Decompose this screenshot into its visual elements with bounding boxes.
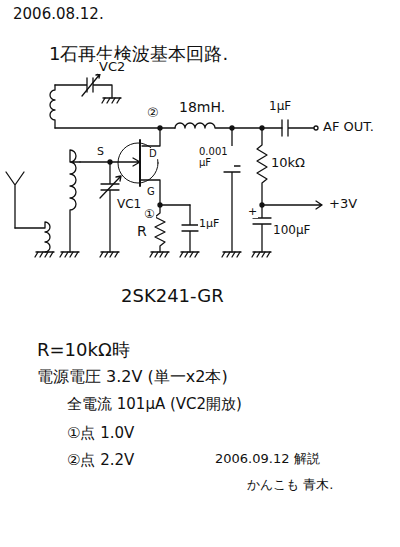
pin-label: D	[148, 148, 158, 159]
signal-label: AF OUT.	[322, 120, 375, 134]
pin-label: G	[146, 186, 156, 197]
part-label: VC1	[116, 198, 142, 211]
callout-number: ②	[146, 106, 160, 120]
part-value: 1μF	[268, 100, 292, 113]
pin-label: S	[96, 146, 105, 158]
vc2-capacitor	[55, 74, 121, 103]
note-text: ②点 2.2V	[66, 452, 135, 469]
note-text: R=10kΩ時	[36, 340, 131, 360]
part-value: 18mH.	[178, 100, 226, 115]
part-value: 10kΩ	[270, 156, 306, 170]
drain-wire	[55, 126, 175, 146]
date-note: 2006.08.12.	[12, 6, 105, 23]
part-value: 1μF	[198, 218, 220, 230]
note-text: 全電流 101μA (VC2開放)	[66, 396, 243, 413]
load-resistor	[257, 126, 267, 205]
signal-label: +3V	[328, 197, 358, 211]
callout-number: ①	[143, 208, 156, 221]
part-value: 0.001 μF	[198, 146, 234, 168]
output-capacitor	[282, 120, 318, 136]
part-label: VC2	[98, 60, 126, 74]
part-number: 2SK241-GR	[120, 286, 225, 306]
jfet-symbol	[80, 140, 160, 205]
antenna-symbol	[6, 172, 54, 257]
supply-wire	[260, 201, 322, 209]
note-text: ①点 1.0V	[66, 425, 135, 442]
signature-note: かんこも 青木.	[246, 478, 334, 492]
tuning-coil	[60, 150, 112, 257]
signature-note: 2006.09.12 解説	[214, 452, 321, 466]
part-value: 100μF	[272, 224, 311, 237]
note-text: 電源電圧 3.2V (単一x2本)	[36, 368, 229, 386]
rfc-inductor	[175, 123, 282, 128]
title: 1石再生検波基本回路.	[48, 44, 229, 64]
polarity-mark: +	[247, 206, 258, 218]
tickler-coil	[50, 85, 55, 128]
part-label: R	[136, 224, 148, 239]
source-network	[150, 203, 199, 257]
